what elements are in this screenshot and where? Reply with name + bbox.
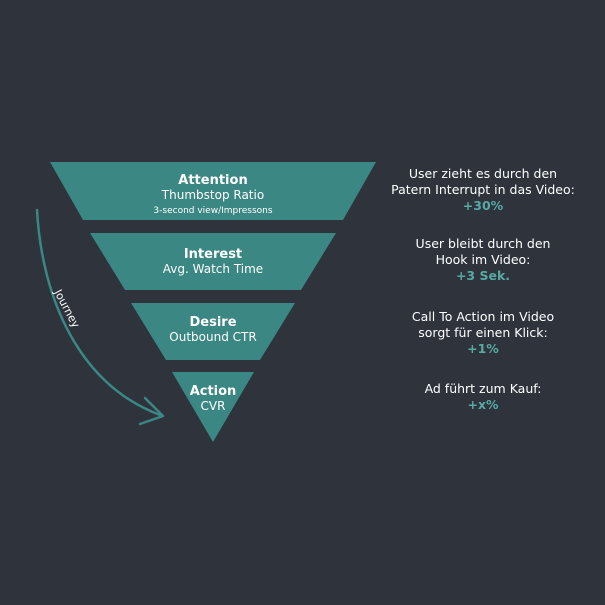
desc-interest: User bleibt durch den Hook im Video: +3 …: [375, 236, 591, 284]
stage-interest-title: Interest: [184, 247, 242, 262]
desc-desire: Call To Action im Video sorgt für einen …: [375, 309, 591, 357]
stage-attention-metric: Thumbstop Ratio: [161, 188, 264, 202]
journey-arrow: [35, 208, 162, 417]
desc-attention-line2: Patern Interrupt in das Video:: [391, 182, 575, 197]
desc-action: Ad führt zum Kauf: +x%: [375, 381, 591, 413]
stage-action-title: Action: [190, 384, 237, 399]
stage-attention-title: Attention: [178, 173, 247, 188]
desc-attention-value: +30%: [462, 198, 504, 213]
stage-interest-band: [90, 233, 336, 290]
stage-attention-sub: 3-second view/Impressons: [153, 206, 272, 216]
stage-desire-band: [131, 303, 295, 360]
desc-attention: User zieht es durch den Patern Interrupt…: [375, 166, 591, 214]
desc-desire-line1: Call To Action im Video: [411, 309, 555, 324]
desc-desire-line2: sorgt für einen Klick:: [418, 325, 548, 340]
journey-label: Journey: [51, 286, 83, 330]
desc-interest-line1: User bleibt durch den: [415, 236, 551, 251]
stage-desire-metric: Outbound CTR: [169, 330, 256, 344]
stage-desire-title: Desire: [189, 315, 236, 330]
journey-arrowhead-icon: [138, 396, 165, 426]
desc-action-line1: Ad führt zum Kauf:: [424, 381, 542, 396]
desc-interest-line2: Hook im Video:: [435, 252, 531, 267]
stage-attention-band: [50, 162, 376, 220]
desc-interest-value: +3 Sek.: [455, 268, 511, 283]
desc-attention-line1: User zieht es durch den: [408, 166, 558, 181]
stage-action-band: [172, 372, 254, 442]
stage-interest-metric: Avg. Watch Time: [163, 262, 263, 276]
desc-action-value: +x%: [467, 397, 499, 412]
stage-action-metric: CVR: [201, 399, 226, 413]
desc-desire-value: +1%: [467, 341, 499, 356]
